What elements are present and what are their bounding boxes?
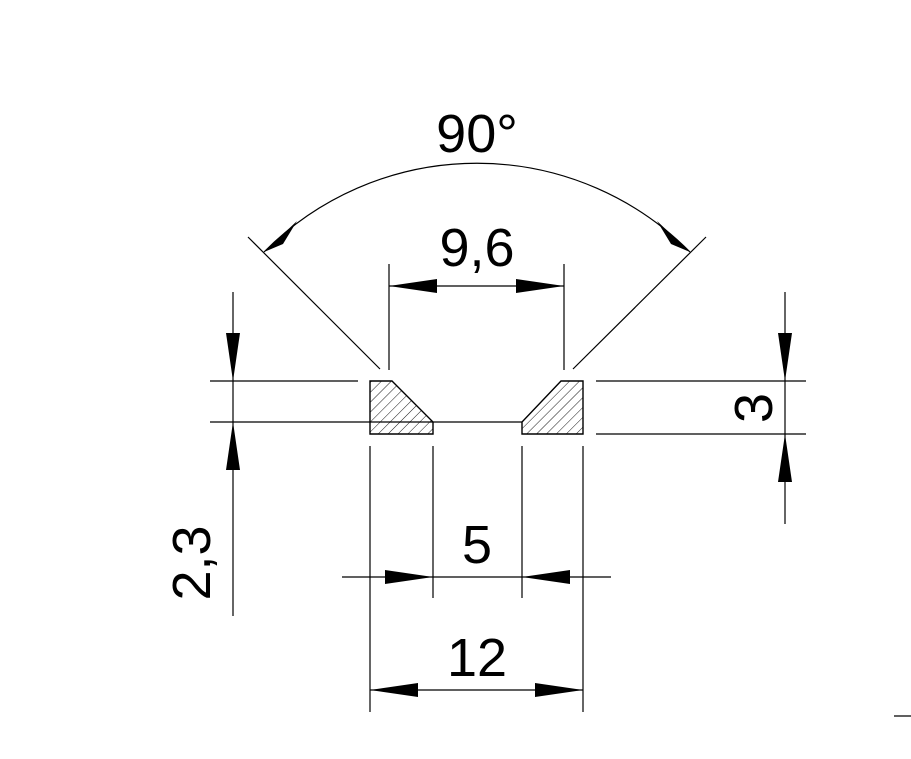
slot-width-dimension: 5 (342, 515, 611, 584)
thickness-label: 3 (724, 393, 784, 423)
thickness-dimension: 3 (724, 292, 792, 524)
overall-width-label: 12 (447, 628, 507, 688)
left-section-half (369, 380, 434, 435)
slot-width-label: 5 (462, 515, 492, 575)
right-section-half (521, 380, 584, 435)
angle-arrow-right (657, 221, 690, 252)
countersink-depth-dimension: 2,3 (162, 292, 240, 616)
angle-label: 90° (436, 104, 518, 164)
angle-arrow-left (264, 221, 297, 252)
extension-lines (210, 236, 806, 712)
overall-width-dimension: 12 (370, 628, 583, 697)
part-section (369, 380, 584, 435)
angle-dimension: 90° (263, 104, 691, 253)
top-width-dimension: 9,6 (389, 218, 564, 293)
top-width-label: 9,6 (439, 218, 514, 278)
countersink-depth-label: 2,3 (162, 525, 222, 600)
